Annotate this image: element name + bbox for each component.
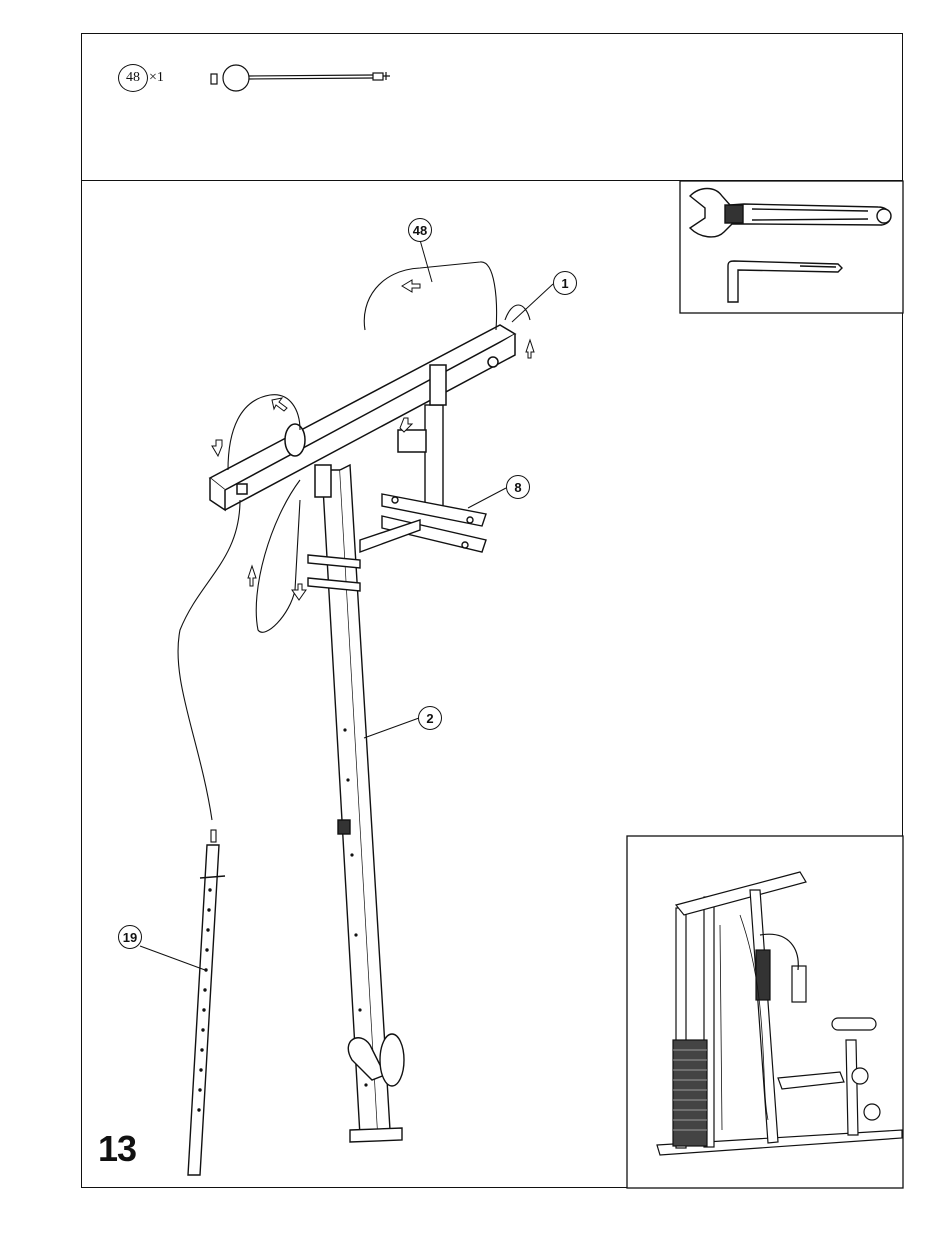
upright-post [308, 465, 404, 1142]
arrow-icon [212, 280, 534, 600]
inset-finished-machine [627, 836, 903, 1188]
step-number: 13 [98, 1128, 136, 1170]
callout-1: 1 [553, 271, 577, 295]
selector-rod [188, 845, 225, 1175]
callout-2: 2 [418, 706, 442, 730]
cable-icon [211, 65, 390, 91]
tools-box [680, 181, 903, 313]
callout-19: 19 [118, 925, 142, 949]
callout-48: 48 [408, 218, 432, 242]
callout-8: 8 [506, 475, 530, 499]
top-beam [210, 325, 515, 510]
